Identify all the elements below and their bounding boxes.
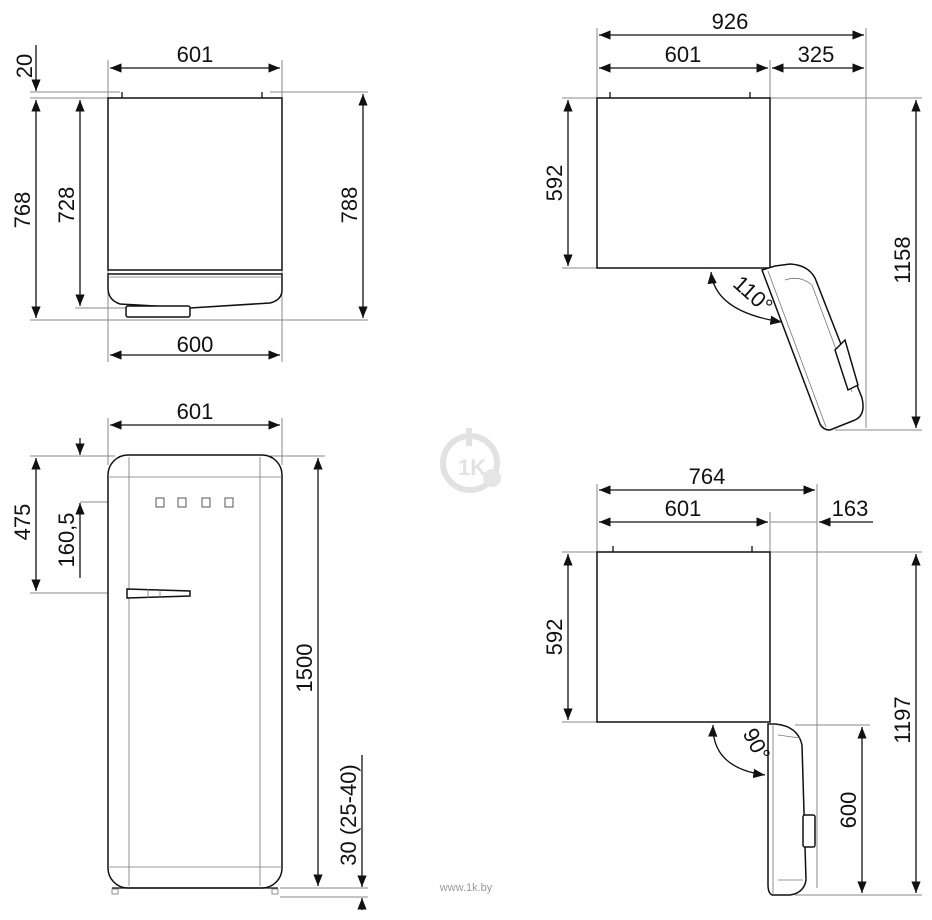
dim-logo-offset: 475 [10, 504, 35, 541]
top-view-open-90: 90° 764 601 163 592 1197 600 [542, 464, 922, 896]
dim-overhang-90: 163 [832, 496, 869, 521]
dim-depth-90: 592 [542, 619, 567, 656]
fridge-body-110 [596, 97, 771, 269]
dim-width-bottom: 600 [177, 332, 214, 357]
dim-feet-height: 30 (25-40) [336, 764, 361, 866]
fridge-body-90 [596, 551, 771, 723]
dim-total-depth-90: 1197 [890, 696, 915, 743]
svg-text:1K: 1K [458, 455, 486, 480]
door-handle [126, 588, 191, 599]
dim-width-top: 601 [177, 42, 214, 67]
dim-door-width-90: 600 [836, 792, 861, 829]
dim-body-width-110: 601 [665, 42, 702, 67]
handle-110 [834, 338, 859, 392]
dim-front-width: 601 [177, 399, 214, 424]
watermark-logo: 1K [440, 428, 501, 493]
door-top [107, 273, 283, 309]
front-view: 601 475 160,5 1500 30 (25-40) [10, 399, 368, 910]
dim-depth-handle: 788 [337, 187, 362, 224]
dim-body-width-90: 601 [665, 496, 702, 521]
dim-height: 1500 [292, 644, 317, 693]
door-open-90 [767, 723, 807, 896]
dim-pin-height: 20 [12, 54, 37, 78]
door-open-110 [761, 263, 864, 431]
dim-total-width-90: 764 [689, 464, 726, 489]
top-view-open-110: 110° 926 601 325 592 1158 [542, 9, 922, 431]
watermark-url: www.1k.by [439, 882, 493, 894]
dim-total-depth-110: 1158 [890, 236, 915, 283]
dim-total-width-110: 926 [712, 9, 749, 34]
dim-depth-total: 768 [10, 192, 35, 229]
smeg-logo [155, 497, 234, 508]
handle-top [125, 305, 191, 318]
dim-depth-body: 728 [54, 187, 79, 224]
top-view-closed: 601 20 768 728 788 600 [10, 42, 368, 362]
fridge-body-top [107, 97, 283, 271]
handle-90 [802, 814, 816, 848]
dim-handle-offset: 160,5 [54, 512, 79, 567]
dim-depth-110: 592 [542, 165, 567, 202]
fridge-front [107, 454, 283, 889]
dim-overhang-110: 325 [798, 42, 835, 67]
